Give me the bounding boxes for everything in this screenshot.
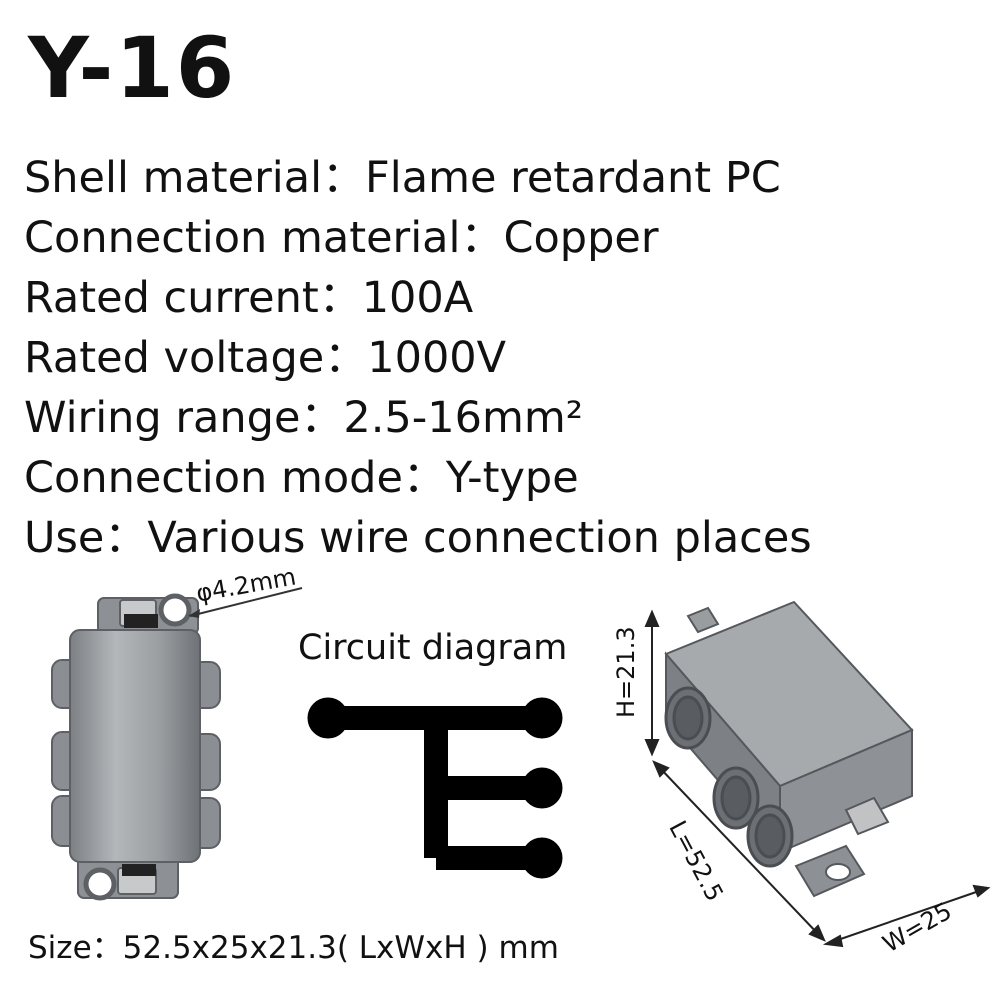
spec-wiring-range: Wiring range：2.5-16mm² (24, 393, 584, 443)
length-arrow-end (808, 924, 826, 942)
spec-rated-voltage: Rated voltage：1000V (24, 333, 507, 383)
top-view-figure: φ4.2mm (40, 563, 330, 918)
length-arrow-start (652, 760, 670, 778)
width-dimension-line (831, 889, 983, 943)
hole-arrow-head (188, 609, 200, 618)
product-title: Y-16 (28, 19, 237, 117)
iso-view-figure: H=21.3 L=52.5 W=25 (596, 590, 992, 960)
iso-ports (664, 686, 794, 868)
circuit-terminal-output-2 (521, 767, 563, 809)
width-arrow-end (972, 884, 991, 898)
spec-list: Shell material：Flame retardant PC Connec… (24, 148, 984, 568)
height-arrow-bottom (644, 739, 660, 757)
connector-iso-view (644, 600, 991, 948)
height-arrow-top (644, 609, 660, 627)
circuit-terminal-output-3 (521, 837, 563, 879)
mounting-ear-top (97, 593, 199, 635)
circuit-terminal-input (307, 697, 349, 739)
circuit-diagram-title: Circuit diagram (298, 628, 568, 668)
length-dimension-line (657, 765, 821, 937)
spec-use: Use：Various wire connection places (24, 513, 812, 563)
connector-body (69, 629, 201, 863)
height-dimension-label: H=21.3 (612, 626, 640, 718)
mounting-ear-bottom (77, 855, 179, 901)
circuit-diagram (307, 697, 563, 879)
spec-connection-mode: Connection mode：Y-type (24, 453, 579, 503)
size-text: Size：52.5x25x21.3( LxWxH ) mm (28, 930, 559, 966)
width-arrow-start (822, 934, 844, 948)
connector-top-view (51, 587, 303, 901)
spec-connection-material: Connection material：Copper (24, 213, 659, 263)
spec-rated-current: Rated current：100A (24, 273, 474, 323)
circuit-terminal-output-1 (521, 697, 563, 739)
spec-shell-material: Shell material：Flame retardant PC (24, 153, 781, 203)
hole-leader-line (189, 587, 303, 617)
